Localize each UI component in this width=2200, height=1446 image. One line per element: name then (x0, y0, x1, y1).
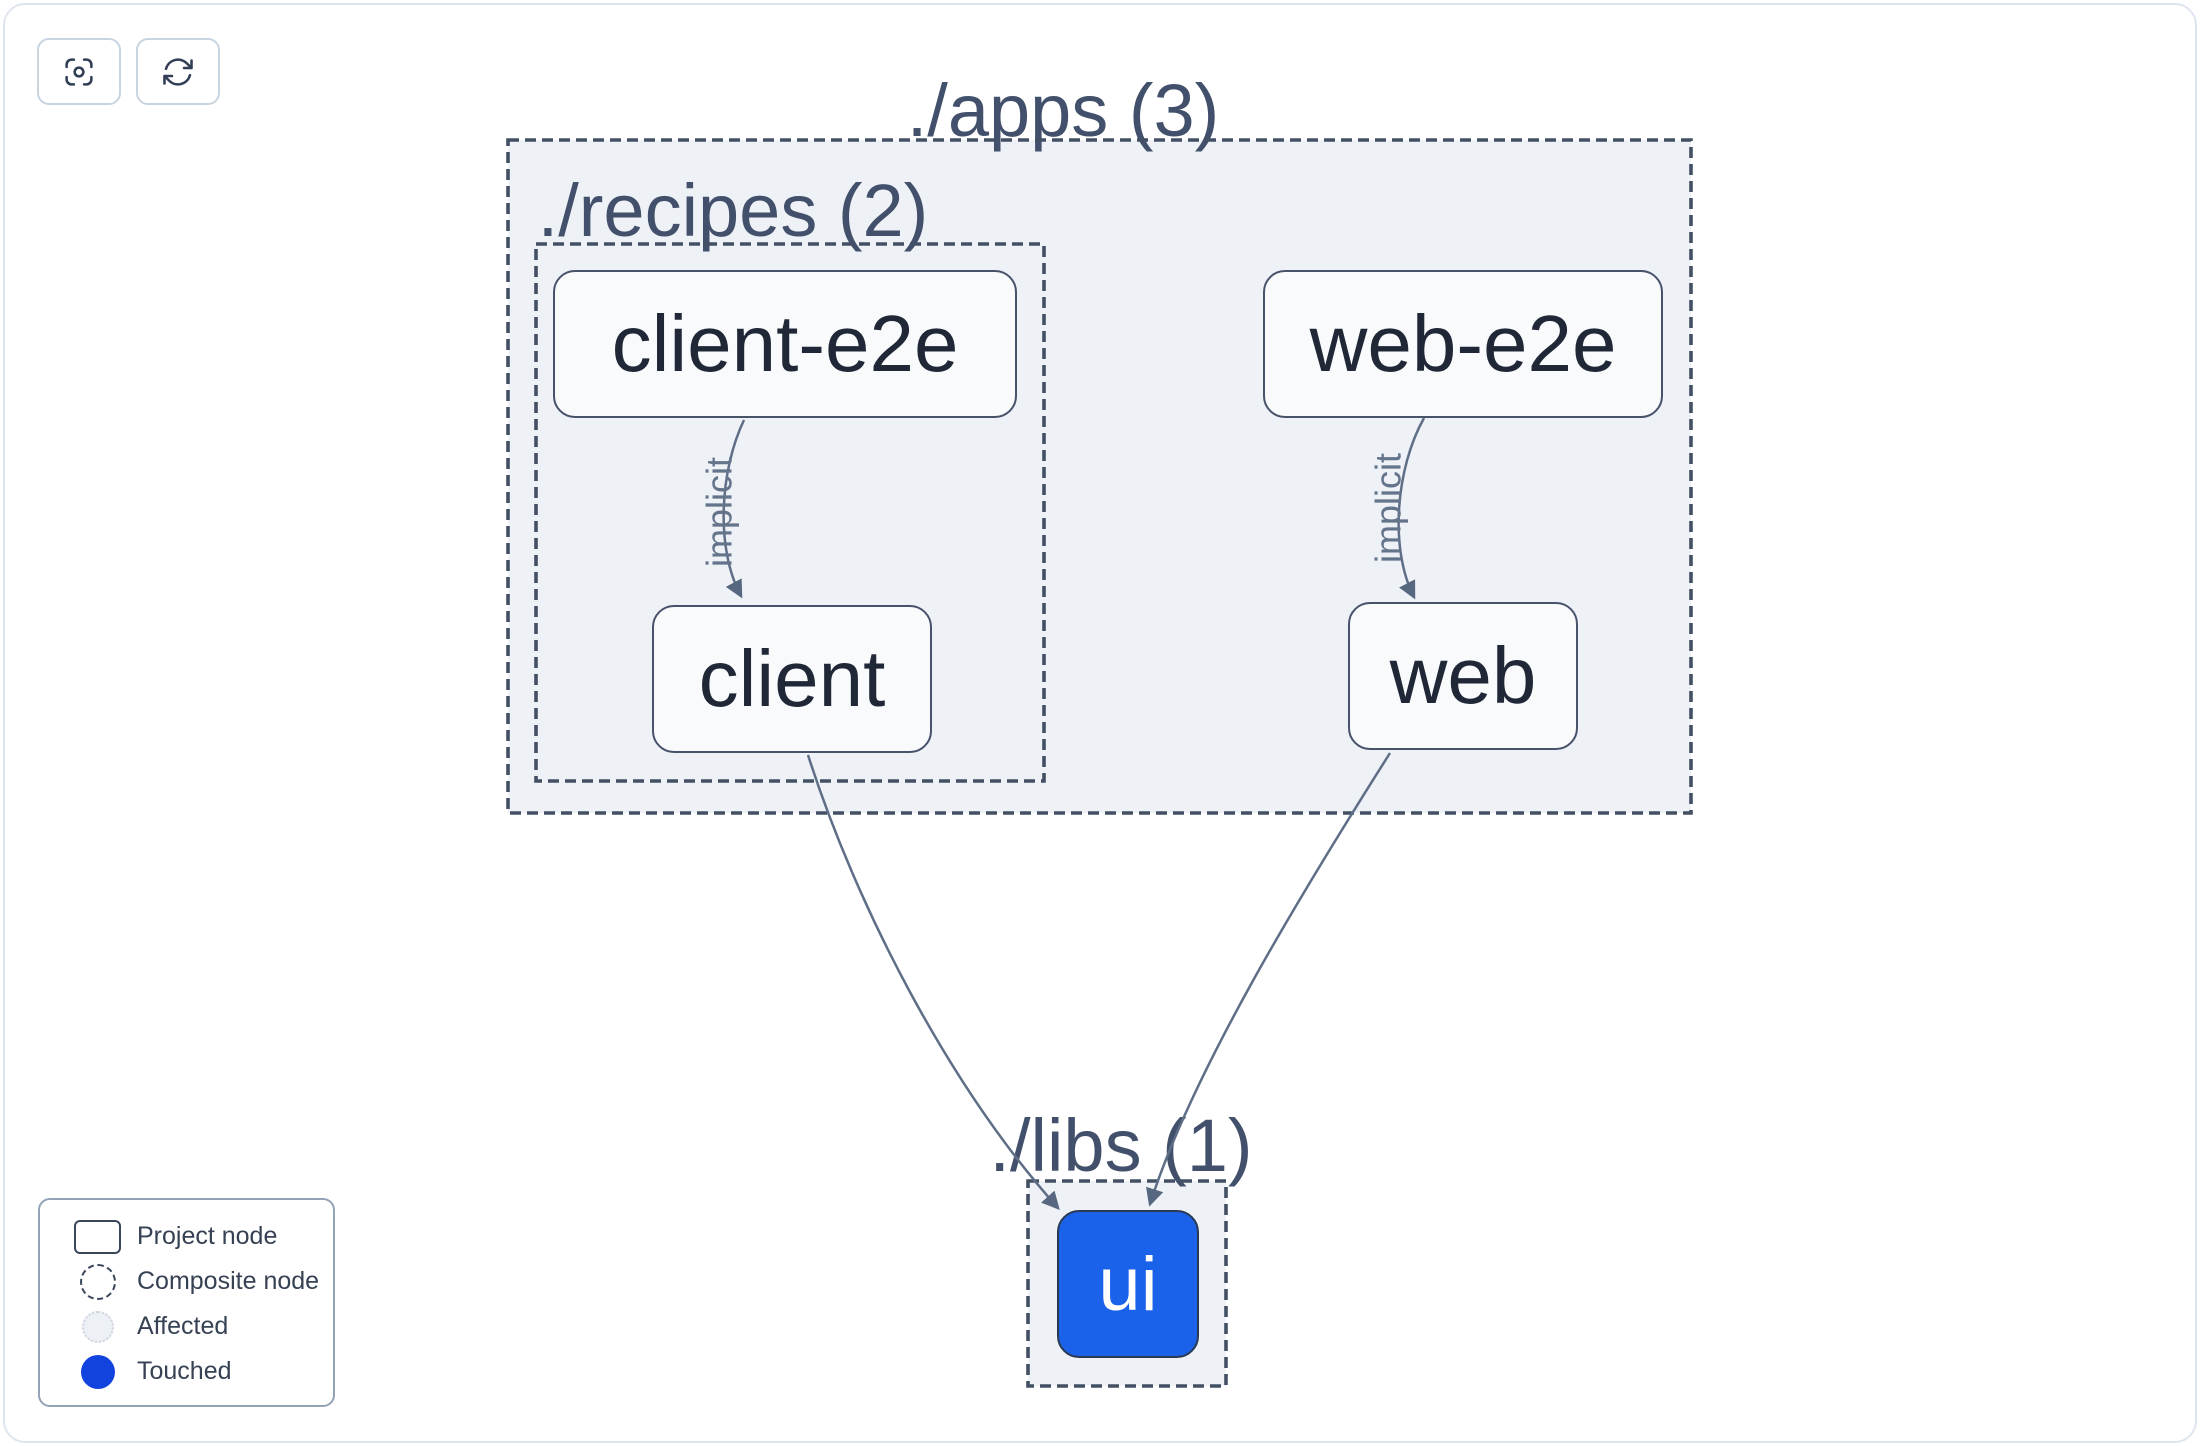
center-graph-button[interactable] (37, 38, 121, 105)
node-web-e2e[interactable]: web-e2e (1263, 270, 1663, 418)
crosshair-icon (65, 57, 93, 86)
project-node-swatch (74, 1219, 121, 1254)
legend-row-composite-node: Composite node (74, 1259, 333, 1304)
legend-label: Project node (137, 1222, 278, 1250)
node-client-e2e[interactable]: client-e2e (553, 270, 1017, 418)
group-recipes-label: ./recipes (2) (537, 169, 929, 252)
affected-swatch (74, 1310, 121, 1343)
composite-node-swatch (74, 1263, 121, 1300)
legend-row-touched: Touched (74, 1349, 333, 1394)
node-client-e2e-label: client-e2e (611, 299, 959, 388)
refresh-button[interactable] (136, 38, 220, 105)
legend-label: Touched (137, 1357, 232, 1385)
node-web[interactable]: web (1348, 602, 1578, 750)
node-web-label: web (1389, 631, 1537, 720)
legend-label: Affected (137, 1312, 229, 1340)
legend-row-affected: Affected (74, 1304, 333, 1349)
group-apps-label: ./apps (3) (906, 69, 1220, 152)
legend-label: Composite node (137, 1267, 320, 1295)
node-client[interactable]: client (652, 605, 932, 753)
group-libs-label: ./libs (1) (989, 1104, 1253, 1187)
node-ui[interactable]: ui (1057, 1210, 1199, 1358)
legend-row-project-node: Project node (74, 1214, 333, 1259)
node-web-e2e-label: web-e2e (1309, 299, 1617, 388)
refresh-icon (163, 57, 193, 86)
touched-swatch (74, 1354, 121, 1389)
node-ui-label: ui (1098, 1241, 1158, 1327)
node-client-label: client (698, 634, 886, 723)
legend: Project node Composite node Affected Tou… (38, 1198, 335, 1407)
